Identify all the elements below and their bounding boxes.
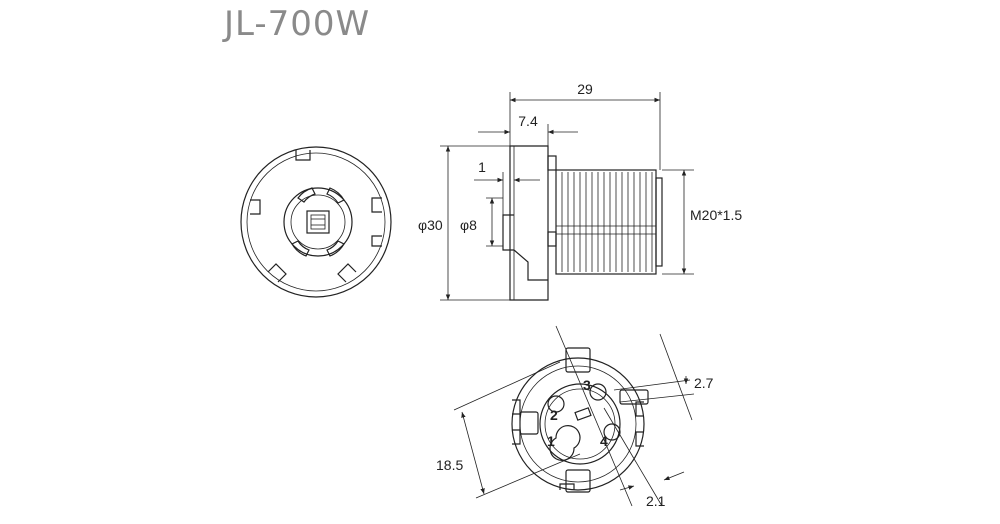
dim-pin-width: 2.1 (646, 493, 666, 509)
dim-length-total: 29 (577, 81, 593, 97)
dim-outer-diameter: φ30 (418, 217, 443, 233)
pin-number-2: 2 (550, 407, 558, 423)
pin-number-1: 1 (547, 433, 555, 449)
pin-number-3: 3 (583, 377, 591, 393)
side-view: 29 7.4 1 φ30 φ8 M20*1.5 (418, 81, 742, 301)
dim-inner-diameter: φ8 (460, 217, 477, 233)
dim-step: 1 (478, 159, 486, 175)
dim-thread: M20*1.5 (690, 207, 742, 223)
back-view: 1 2 3 4 2.7 18.5 2.1 (436, 325, 714, 509)
pin-number-4: 4 (600, 433, 608, 449)
drawing-title: JL-700W (224, 4, 371, 44)
dim-pin-offset: 2.7 (694, 375, 714, 391)
thread-lines (561, 172, 653, 272)
front-view (240, 146, 392, 298)
dim-flange-thickness: 7.4 (518, 113, 538, 129)
dim-span: 18.5 (436, 457, 463, 473)
